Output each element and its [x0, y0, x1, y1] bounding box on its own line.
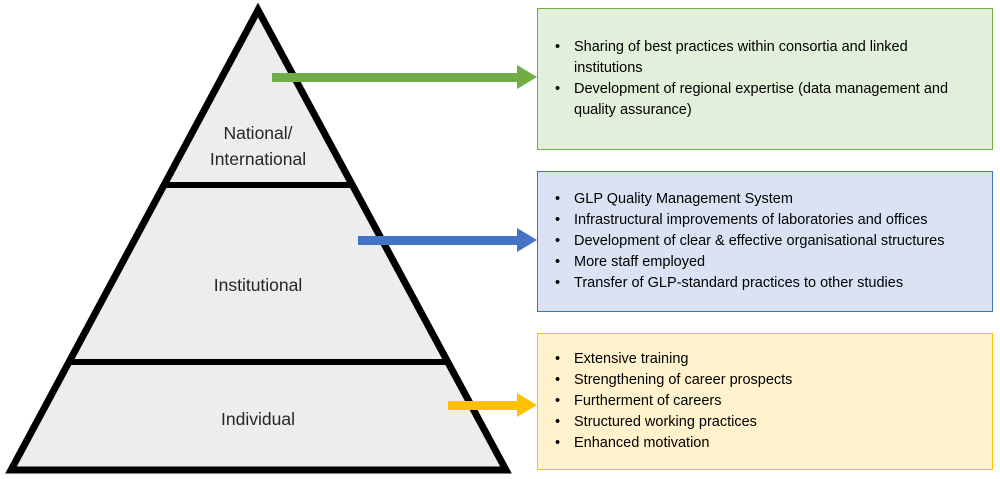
pyramid-level-national-label: National/ International [209, 123, 307, 170]
arrow-shaft [448, 400, 517, 410]
bullet-item: Development of clear & effective organis… [550, 231, 944, 252]
bullet-item: Transfer of GLP-standard practices to ot… [550, 273, 944, 294]
arrow-head-icon [517, 228, 537, 252]
institutional-bullet-list: GLP Quality Management SystemInfrastruct… [538, 189, 974, 294]
individual-info-box: Extensive trainingStrengthening of caree… [537, 333, 993, 470]
arrow-shaft [358, 235, 517, 245]
bullet-item: GLP Quality Management System [550, 189, 944, 210]
pyramid-level-institutional-label: Institutional [213, 275, 303, 295]
individual-arrow [448, 393, 537, 417]
bullet-item: Structured working practices [550, 412, 792, 433]
national-bullet-list: Sharing of best practices within consort… [538, 37, 992, 121]
bullet-item: Furtherment of careers [550, 391, 792, 412]
national-arrow [272, 65, 537, 89]
bullet-item: Development of regional expertise (data … [550, 79, 962, 121]
bullet-item: More staff employed [550, 252, 944, 273]
arrow-shaft [272, 72, 517, 82]
individual-bullet-list: Extensive trainingStrengthening of caree… [538, 349, 822, 454]
bullet-item: Infrastructural improvements of laborato… [550, 210, 944, 231]
bullet-item: Strengthening of career prospects [550, 370, 792, 391]
institutional-arrow [358, 228, 537, 252]
bullet-item: Enhanced motivation [550, 433, 792, 454]
arrow-head-icon [517, 65, 537, 89]
arrow-head-icon [517, 393, 537, 417]
institutional-info-box: GLP Quality Management SystemInfrastruct… [537, 171, 993, 312]
national-info-box: Sharing of best practices within consort… [537, 8, 993, 150]
bullet-item: Sharing of best practices within consort… [550, 37, 962, 79]
pyramid-level-individual-label: Individual [221, 409, 295, 429]
bullet-item: Extensive training [550, 349, 792, 370]
